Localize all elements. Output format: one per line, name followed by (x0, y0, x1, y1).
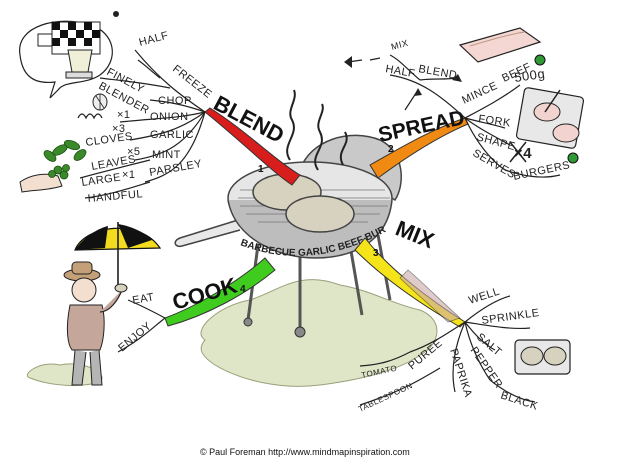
blend-handful: HANDFUL (87, 188, 143, 205)
spread-half: HALF (384, 63, 416, 80)
spread-mix: MIX (390, 38, 410, 52)
mix-sprinkle: SPRINKLE (481, 307, 541, 327)
blend-large: LARGE (81, 172, 122, 189)
spread-weight: 500g (513, 66, 546, 85)
mint-leaves-icon (43, 139, 87, 162)
mix-tablespoon: TABLESPOON (357, 381, 414, 414)
blend-onion: ONION (150, 111, 189, 123)
knife-fork-icon (509, 141, 527, 163)
chef-person-icon (27, 261, 128, 386)
blend-x1-parsley: ×1 (122, 169, 136, 181)
cook-enjoy: ENJOY (116, 320, 154, 354)
blender-icon (19, 11, 119, 99)
branch-mix-number: 3 (373, 248, 379, 259)
blend-x1-onion: ×1 (117, 109, 131, 121)
beef-mince-icon (458, 27, 546, 66)
parsley-hand-icon (19, 164, 70, 193)
blend-chop: CHOP (158, 95, 192, 107)
spread-x4: ×4 (514, 145, 532, 162)
umbrella-icon (74, 222, 162, 290)
branch-cook-shape (164, 257, 276, 327)
burger-patty-icon (515, 87, 585, 164)
blend-mint: MINT (152, 149, 181, 161)
mix-black: BLACK (499, 389, 540, 412)
garlic-icon (77, 113, 103, 120)
onion-icon (92, 93, 108, 111)
branch-mix-label: MIX (392, 215, 438, 253)
branch-spread-number: 2 (388, 144, 394, 155)
blend-half: HALF (138, 30, 170, 49)
blend-garlic: GARLIC (150, 129, 194, 141)
credit-line: © Paul Foreman http://www.mindmapinspira… (200, 447, 410, 457)
spread-burgers: BURGERS (512, 159, 571, 183)
blend-x5-mint: ×5 (127, 146, 141, 158)
cook-eat: EAT (131, 291, 155, 307)
blend-x3-garlic: ×3 (112, 123, 126, 135)
grill-icon (174, 89, 438, 387)
branch-blend-shape (204, 107, 301, 186)
spread-fork: FORK (478, 113, 512, 129)
seasoning-burgers-icon (514, 339, 571, 375)
branch-cook-number: 4 (240, 284, 246, 295)
mix-well: WELL (467, 286, 501, 307)
branch-blend-number: 1 (258, 164, 264, 175)
